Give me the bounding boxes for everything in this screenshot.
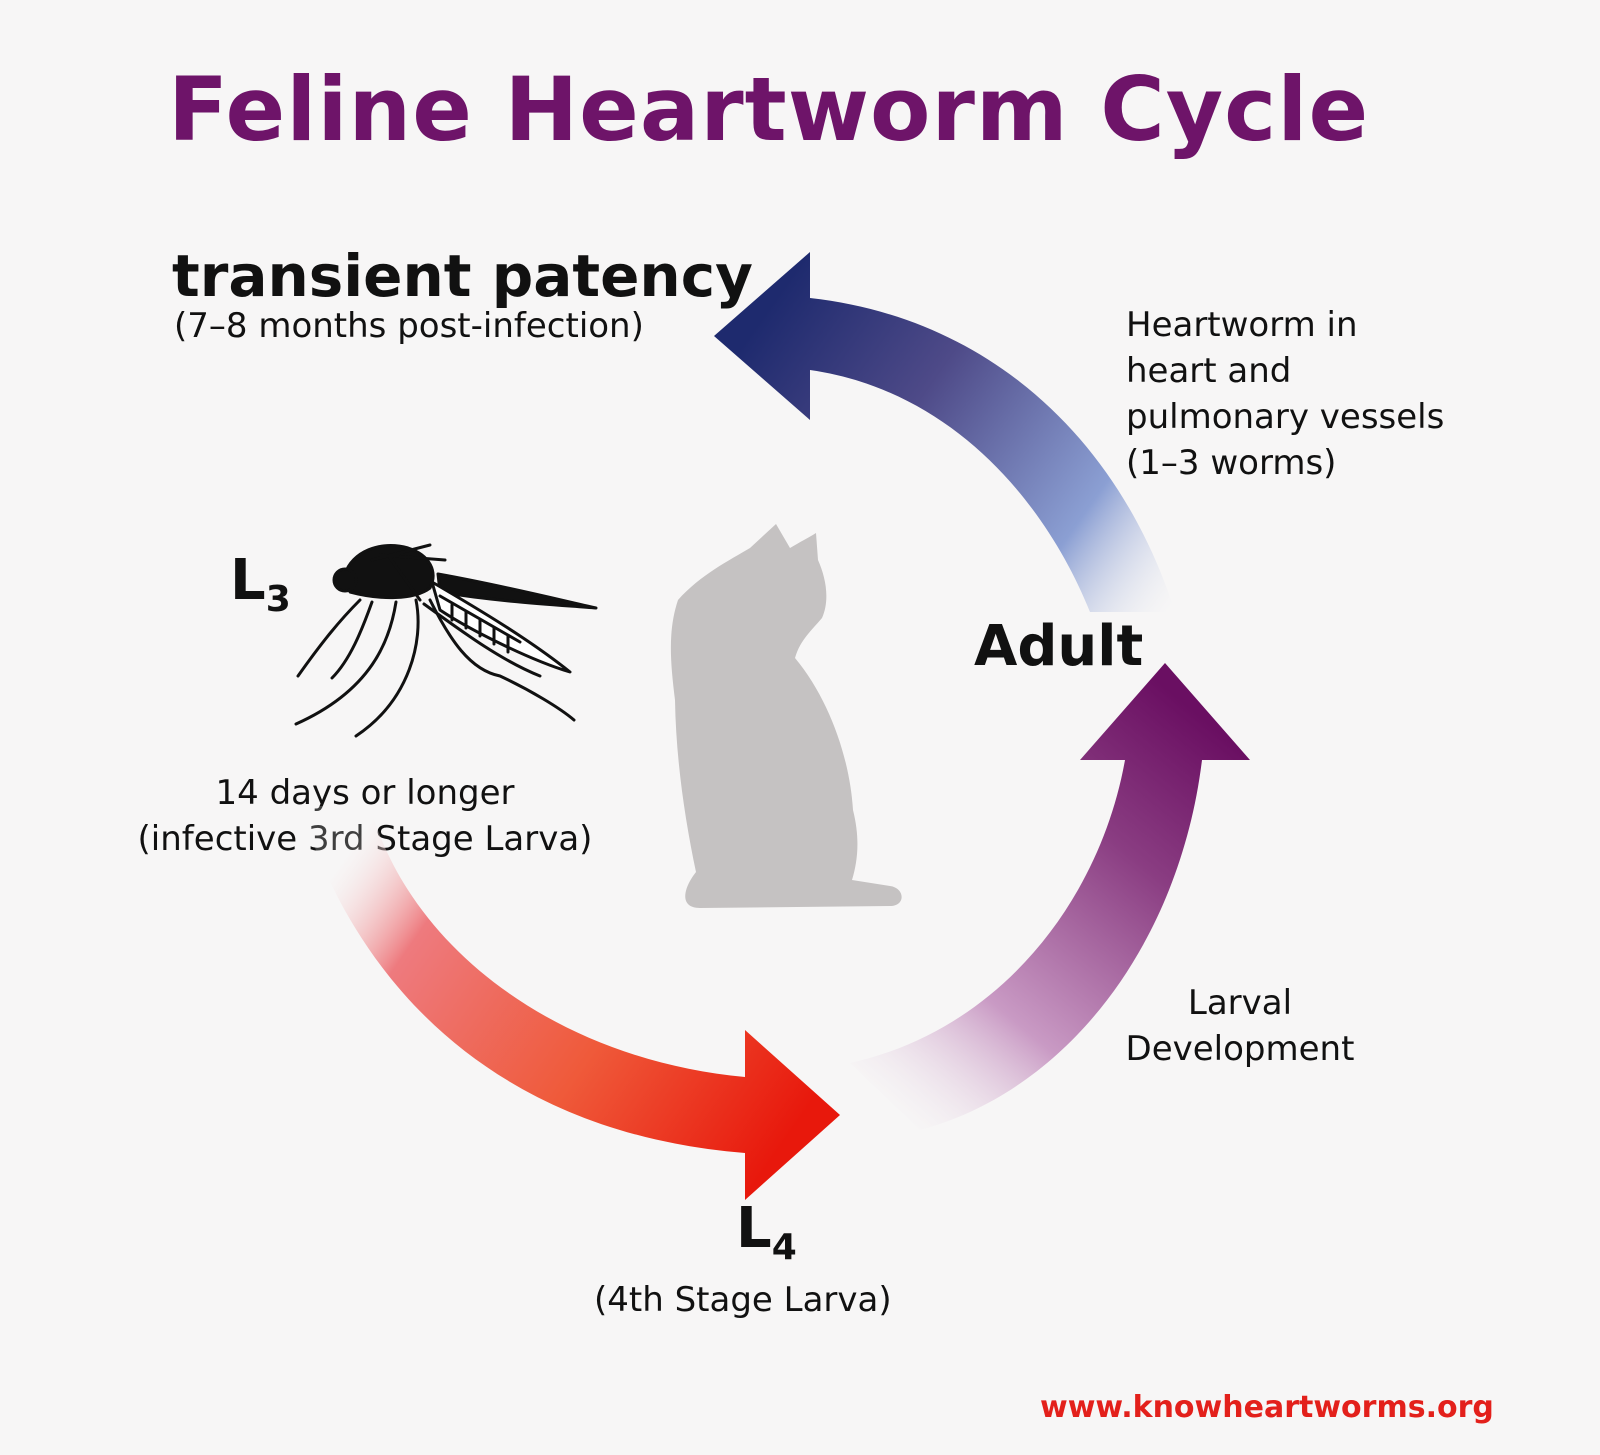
larval-development-label: Larval Development: [1100, 980, 1380, 1072]
l3-label: L3: [230, 548, 291, 620]
adult-description-line: heart and: [1126, 351, 1292, 391]
cat-silhouette-icon: [670, 524, 902, 908]
mosquito-icon: [294, 543, 598, 738]
l3-letter: L: [230, 548, 266, 613]
arrow-top: [714, 252, 1175, 612]
l4-label: L4: [736, 1196, 797, 1268]
patency-subtext: (7–8 months post-infection): [174, 306, 644, 346]
adult-description-line: pulmonary vessels: [1126, 397, 1445, 437]
adult-label: Adult: [974, 614, 1144, 679]
larval-line: Larval: [1187, 983, 1293, 1023]
l3-subscript: 3: [265, 579, 291, 620]
patency-heading: transient patency: [172, 242, 753, 310]
adult-description-line: (1–3 worms): [1126, 443, 1337, 483]
adult-description-line: Heartworm in: [1126, 305, 1358, 345]
arrow-right: [850, 663, 1250, 1130]
larval-line: Development: [1125, 1029, 1355, 1069]
arrow-bottom: [300, 806, 840, 1200]
page-title: Feline Heartworm Cycle: [168, 58, 1370, 161]
source-url: www.knowheartworms.org: [1040, 1390, 1494, 1425]
l4-subtext: (4th Stage Larva): [594, 1280, 892, 1320]
l4-subscript: 4: [771, 1227, 797, 1268]
l4-letter: L: [736, 1196, 772, 1261]
adult-description: Heartworm in heart and pulmonary vessels…: [1126, 302, 1444, 486]
